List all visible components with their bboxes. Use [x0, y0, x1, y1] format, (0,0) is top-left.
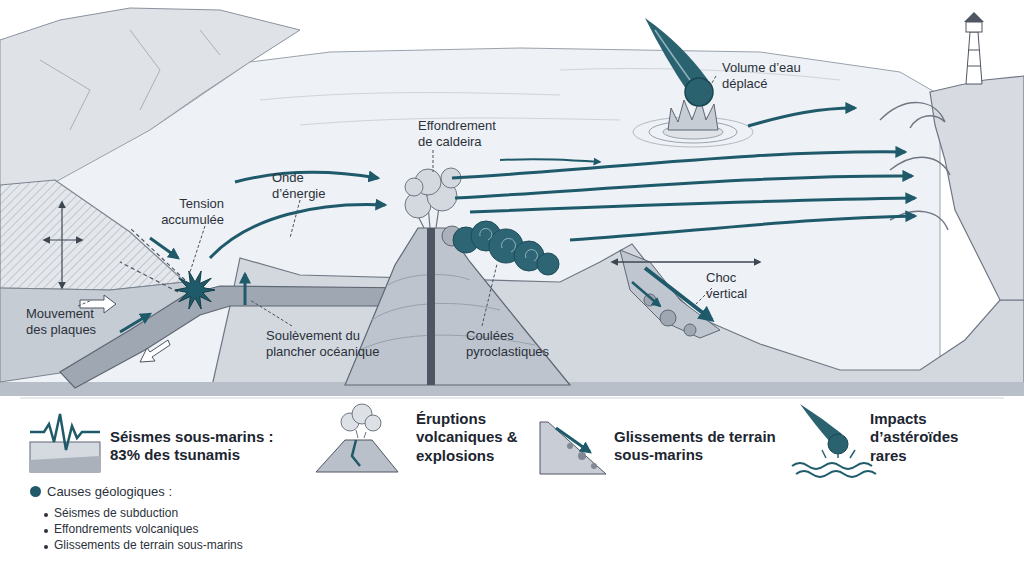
- callout-label: Onde d’énergie: [272, 170, 338, 202]
- cause-title: Éruptions volcaniques & explosions: [416, 410, 520, 465]
- cause-title: Glissements de terrain sous-marins: [614, 428, 790, 465]
- cause-title: Séismes sous-marins : 83% des tsunamis: [110, 428, 300, 465]
- callout-label: Coulées pyroclastiques: [466, 328, 566, 360]
- callout-label: Tension accumulée: [140, 196, 224, 228]
- legend-text: Causes géologiques :: [47, 484, 172, 499]
- callout-label: Effondrement de caldeira: [418, 118, 512, 150]
- callout-label: Choc vertical: [706, 270, 762, 302]
- callout-label: Soulèvement du plancher océanique: [266, 328, 406, 360]
- callout-label: Mouvement des plaques: [26, 306, 116, 338]
- bullet-item: Effondrements volcaniques: [54, 522, 314, 537]
- cause-title: Impacts d’astéroïdes rares: [870, 410, 980, 465]
- bullet-item: Séismes de subduction: [54, 506, 314, 521]
- legend-swatch: [30, 486, 41, 497]
- legend-entry: Causes géologiques :: [30, 484, 172, 499]
- bullet-item: Glissements de terrain sous-marins: [54, 538, 314, 553]
- callout-label: Volume d’eau déplacé: [722, 60, 814, 92]
